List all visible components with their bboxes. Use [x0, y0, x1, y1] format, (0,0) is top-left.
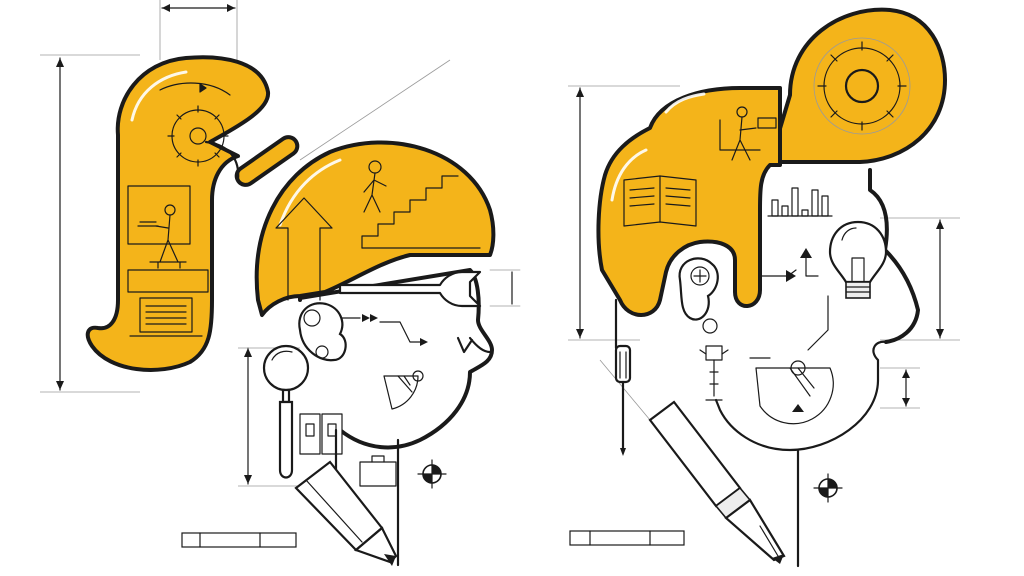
right-ruler	[569, 530, 685, 546]
desk-worker-icon	[127, 185, 191, 269]
gear-icon	[813, 37, 911, 135]
protractor-icon	[749, 357, 834, 425]
left-face-outline	[298, 268, 494, 450]
protractor-icon	[383, 370, 424, 410]
bar-chart-icon	[767, 187, 833, 217]
robot-figure-icon	[699, 345, 729, 401]
wrench-icon	[338, 269, 521, 308]
stairs-icon	[361, 175, 459, 249]
target-icon	[813, 473, 843, 503]
desk-worker-icon	[719, 106, 777, 161]
highlighter-icon	[294, 460, 398, 566]
left-head	[40, 0, 521, 567]
left-hair-cap	[254, 140, 496, 317]
right-face-outline	[868, 168, 920, 344]
left-ponytail	[85, 55, 270, 372]
briefcase-icon	[359, 455, 397, 487]
screwdriver-icon	[614, 344, 632, 456]
magnifier-icon	[262, 344, 310, 479]
book-icon	[623, 175, 697, 227]
right-head	[568, 7, 960, 568]
target-icon	[417, 459, 447, 489]
walking-person-icon	[363, 160, 387, 213]
fountain-pen-icon	[648, 400, 786, 564]
lightbulb-icon	[828, 220, 888, 299]
laptop-icon	[129, 297, 203, 337]
up-arrow-icon	[275, 197, 333, 301]
right-bun	[768, 7, 947, 164]
brain-gear-icon	[298, 302, 347, 362]
right-hair	[596, 86, 782, 317]
gear-icon	[159, 82, 231, 167]
left-hair-tie	[234, 135, 300, 187]
left-ruler	[181, 532, 297, 548]
right-brain-gear	[678, 257, 719, 334]
